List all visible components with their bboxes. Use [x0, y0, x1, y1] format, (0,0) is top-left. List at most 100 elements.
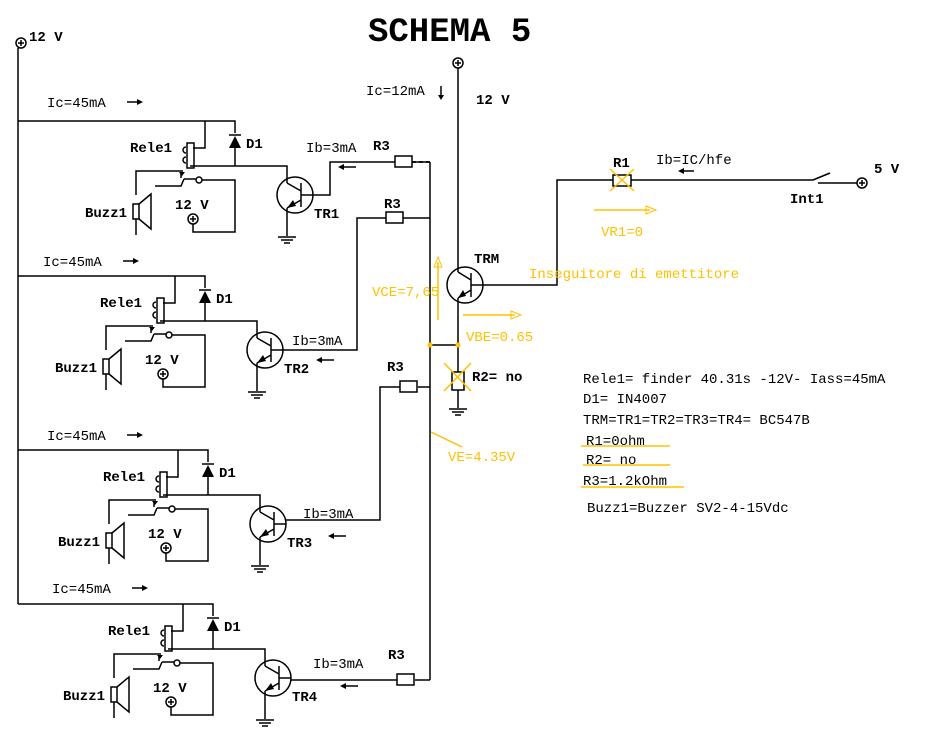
relay-contact — [108, 499, 169, 524]
int1-label: Int1 — [790, 192, 824, 208]
relay-coil — [186, 142, 195, 169]
trm-supply-terminal — [452, 57, 464, 69]
base-wire — [286, 386, 430, 521]
note-r2: R2= no — [586, 453, 636, 469]
stage-supply-terminal — [165, 696, 177, 708]
r2-label: R2= no — [472, 370, 522, 386]
base-wire — [283, 217, 430, 351]
transistor-label: TR1 — [314, 207, 339, 223]
stage-ib-label: Ib=3mA — [292, 334, 343, 350]
emitter-follower-note: Inseguitore di emettitore — [529, 267, 739, 283]
stage-supply-terminal — [187, 213, 199, 225]
ground-icon — [251, 565, 269, 573]
main-supply-terminal — [15, 37, 27, 49]
relay-coil — [164, 625, 173, 652]
input-5v-terminal — [856, 177, 868, 189]
diode-label: D1 — [224, 620, 241, 636]
vbe-annotation: VBE=0.65 — [466, 330, 533, 346]
stage-ic-label: Ic=45mA — [47, 96, 106, 112]
relay-contact — [105, 325, 166, 350]
note-transistors: TRM=TR1=TR2=TR3=TR4= BC547B — [583, 413, 810, 429]
relay-coil — [156, 297, 165, 324]
r1-resistor-crossed — [609, 168, 635, 192]
buzzer-label: Buzz1 — [55, 361, 97, 377]
note-r1: R1=0ohm — [586, 434, 645, 450]
note-buzzer: Buzz1=Buzzer SV2-4-15Vdc — [587, 501, 789, 517]
buzzer-label: Buzz1 — [85, 206, 127, 222]
note-d1: D1= IN4007 — [583, 392, 667, 408]
relay-contact — [113, 653, 174, 678]
diode-icon — [202, 465, 214, 477]
stage-supply-terminal — [157, 368, 169, 380]
buzzer-label: Buzz1 — [63, 689, 105, 705]
relay-label: Rele1 — [108, 624, 150, 640]
transistor-label: TR4 — [292, 690, 317, 706]
int1-switch[interactable] — [812, 172, 857, 184]
r3-label: R3 — [387, 360, 404, 376]
diode-label: D1 — [246, 137, 263, 153]
stage-supply-rail — [18, 449, 209, 462]
transistor-label: TR2 — [284, 362, 309, 378]
ground-icon — [256, 719, 274, 727]
r3-resistor — [396, 673, 415, 686]
trm-ic-label: Ic=12mA — [366, 84, 425, 100]
buzzer-icon — [105, 532, 113, 549]
stage-ic-label: Ic=45mA — [52, 582, 111, 598]
stage-supply-rail — [18, 120, 236, 133]
relay-contact — [135, 170, 196, 195]
relay-label: Rele1 — [100, 296, 142, 312]
relay-coil — [159, 471, 168, 498]
stage-ib-label: Ib=3mA — [306, 141, 357, 157]
stage-supply-rail — [18, 275, 206, 288]
stage-supply-label: 12 V — [153, 681, 187, 697]
r3-resistor — [394, 155, 413, 168]
buzzer-label: Buzz1 — [58, 535, 100, 551]
stage-ib-label: Ib=3mA — [313, 657, 364, 673]
buzzer-icon — [102, 358, 110, 375]
diode-icon — [207, 619, 219, 631]
ve-annotation: VE=4.35V — [448, 450, 516, 466]
r3-label: R3 — [384, 197, 401, 213]
transistor-label: TR3 — [287, 536, 312, 552]
stage-supply-rail — [18, 603, 214, 616]
trm-label: TRM — [474, 252, 499, 268]
vce-annotation: VCE=7,65 — [372, 285, 439, 301]
stage-supply-label: 12 V — [148, 527, 182, 543]
r3-label: R3 — [373, 139, 390, 155]
ground-icon — [248, 391, 266, 399]
r3-resistor — [399, 380, 418, 393]
diode-icon — [229, 136, 241, 148]
diode-icon — [199, 291, 211, 303]
note-rele: Rele1= finder 40.31s -12V- Iass=45mA — [583, 372, 886, 388]
relay-label: Rele1 — [103, 470, 145, 486]
relay-stage-1: Ic=45mA R3 Ib=3mA Rele1 D1 12 V Buzz1 TR1 — [18, 96, 430, 244]
stage-supply-terminal — [160, 542, 172, 554]
note-r3: R3=1.2kOhm — [583, 474, 667, 490]
trm-ground-icon — [449, 408, 467, 416]
buzzer-icon — [110, 686, 118, 703]
diode-label: D1 — [216, 292, 233, 308]
diode-label: D1 — [219, 466, 236, 482]
input-ib-label: Ib=IC/hfe — [656, 153, 732, 169]
input-5v-label: 5 V — [874, 162, 900, 178]
vr1-annotation: VR1=0 — [601, 225, 643, 241]
stage-ic-label: Ic=45mA — [47, 429, 106, 445]
stage-supply-label: 12 V — [175, 198, 209, 214]
stage-supply-label: 12 V — [145, 353, 179, 369]
relay-label: Rele1 — [130, 141, 172, 157]
r3-resistor — [385, 211, 404, 224]
r2-resistor-crossed — [443, 362, 472, 392]
stage-ib-label: Ib=3mA — [303, 507, 354, 523]
r3-label: R3 — [388, 648, 405, 664]
ground-icon — [278, 236, 296, 244]
r1-label: R1 — [613, 156, 630, 172]
trm-supply-label: 12 V — [476, 93, 510, 109]
buzzer-icon — [132, 203, 140, 220]
stage-ic-label: Ic=45mA — [43, 255, 102, 271]
schematic-title: SCHEMA 5 — [368, 14, 531, 52]
main-supply-label: 12 V — [29, 30, 63, 46]
